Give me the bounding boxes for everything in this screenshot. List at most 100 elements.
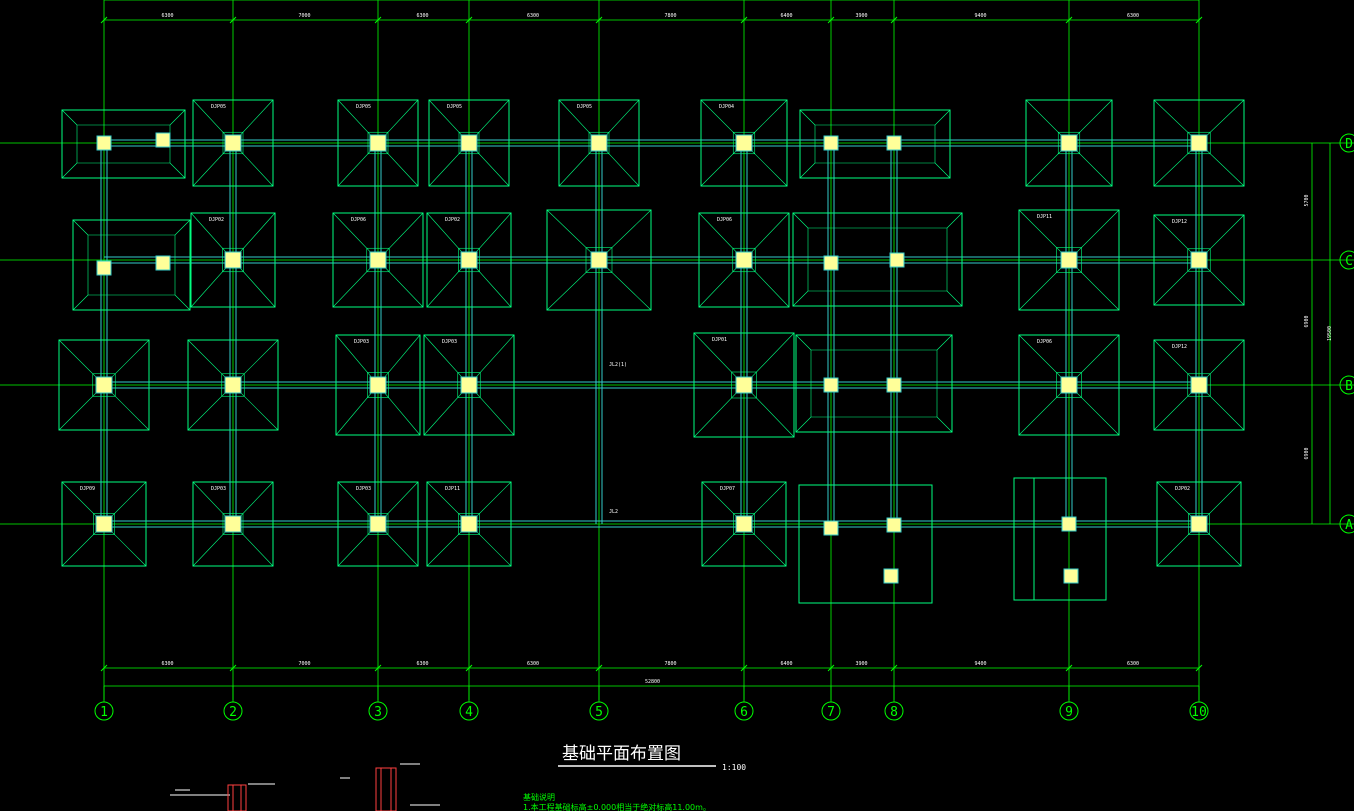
- dimension-text: 7000: [299, 13, 311, 19]
- footing-step: [585, 247, 613, 273]
- axis-label: C: [1345, 254, 1353, 269]
- column-block: [369, 134, 387, 152]
- footing-diagonal: [72, 294, 89, 311]
- footing-label: DJP03: [356, 486, 371, 492]
- dimension-tick: [1065, 664, 1073, 672]
- footing-outline: [192, 481, 274, 567]
- combined-footing: [792, 212, 963, 307]
- combined-footing: [799, 109, 951, 179]
- footing-outline: [337, 99, 419, 187]
- beam-label: JL2(1): [609, 362, 627, 368]
- footing-label: DJP06: [1037, 339, 1052, 345]
- axis-bubble: [1189, 701, 1209, 721]
- column-block: [460, 376, 478, 394]
- dimension-tick: [595, 664, 603, 672]
- footing-outline: [58, 339, 150, 431]
- section-detail: [170, 763, 440, 811]
- dimension-tick: [100, 664, 108, 672]
- axis-bubble: [368, 701, 388, 721]
- footing-outline: [693, 332, 795, 438]
- axis-bubble: [459, 701, 479, 721]
- column-block: [224, 515, 242, 533]
- footing-step: [457, 372, 481, 398]
- column-block: [590, 134, 608, 152]
- footing-step: [367, 131, 389, 155]
- column-block: [1063, 568, 1079, 584]
- footing-outline: [335, 334, 421, 436]
- column-block: [224, 376, 242, 394]
- column-block: [1060, 134, 1078, 152]
- footing-step: [366, 247, 390, 273]
- footing-outline: [423, 334, 515, 436]
- axis-bubble: [1339, 514, 1354, 534]
- column-block: [96, 260, 112, 276]
- dimension-tick: [1195, 16, 1203, 24]
- column-block: [883, 568, 899, 584]
- axis-bubble: [589, 701, 609, 721]
- footing-label: DJP03: [211, 486, 226, 492]
- footing-outline: [1018, 209, 1120, 311]
- dimension-text: 6300: [417, 661, 429, 667]
- dimension-text: 7000: [299, 661, 311, 667]
- column-block: [1190, 251, 1208, 269]
- footing-diagonal: [799, 162, 816, 179]
- axis-label: 7: [827, 705, 835, 720]
- dimension-tick: [890, 664, 898, 672]
- dimension-tick: [465, 16, 473, 24]
- axis-label: B: [1345, 379, 1353, 394]
- notes-title: 基础说明: [523, 792, 555, 802]
- footing-diagonal: [795, 334, 812, 351]
- footing-diagonal: [72, 219, 89, 236]
- footing-outline: [1153, 339, 1245, 431]
- footing-diagonal: [936, 334, 953, 351]
- dimension-tick: [100, 16, 108, 24]
- dimension-text: 6300: [527, 661, 539, 667]
- axis-bubble: [734, 701, 754, 721]
- footing-step: [1188, 513, 1210, 535]
- footing-label: DJP12: [1172, 344, 1187, 350]
- footing-diagonal: [934, 109, 951, 126]
- footing-outline: [426, 481, 512, 567]
- dimension-text: 6900: [1304, 315, 1310, 327]
- column-block: [460, 251, 478, 269]
- footing-diagonal: [61, 109, 78, 126]
- footing-label: DJP11: [445, 486, 460, 492]
- column-block: [823, 377, 839, 393]
- column-block: [889, 252, 905, 268]
- axis-bubble: [94, 701, 114, 721]
- footing-outline: [701, 481, 787, 567]
- footing-outline: [1025, 99, 1113, 187]
- footing-outline: [332, 212, 424, 308]
- footing-step: [367, 513, 389, 535]
- column-block: [886, 377, 902, 393]
- footing-step: [458, 131, 480, 155]
- dimension-tick: [1195, 664, 1203, 672]
- footing-step: [732, 131, 756, 155]
- axis-bubble: [821, 701, 841, 721]
- footing-label: DJP05: [211, 104, 226, 110]
- footing-diagonal: [169, 162, 186, 179]
- footing-label: DJP03: [442, 339, 457, 345]
- notes-line: 1.本工程基础标高±0.000相当于绝对标高11.00m。: [523, 802, 711, 811]
- dimension-tick: [374, 664, 382, 672]
- column-block: [886, 517, 902, 533]
- dimension-text: 6300: [1127, 661, 1139, 667]
- footing-label: DJP05: [577, 104, 592, 110]
- column-block: [155, 132, 171, 148]
- column-block: [224, 134, 242, 152]
- dimension-text: 7800: [665, 661, 677, 667]
- dimension-text: 5700: [1304, 194, 1310, 206]
- column-block: [590, 251, 608, 269]
- footing-step: [367, 372, 389, 398]
- footing-label: DJP03: [354, 339, 369, 345]
- footing-outline: [700, 99, 788, 187]
- dimension-tick: [595, 16, 603, 24]
- footing-label: DJP02: [1175, 486, 1190, 492]
- column-block: [369, 376, 387, 394]
- column-block: [886, 135, 902, 151]
- footing-label: DJP05: [447, 104, 462, 110]
- drawing-scale: 1:100: [722, 763, 746, 772]
- axis-bubble: [223, 701, 243, 721]
